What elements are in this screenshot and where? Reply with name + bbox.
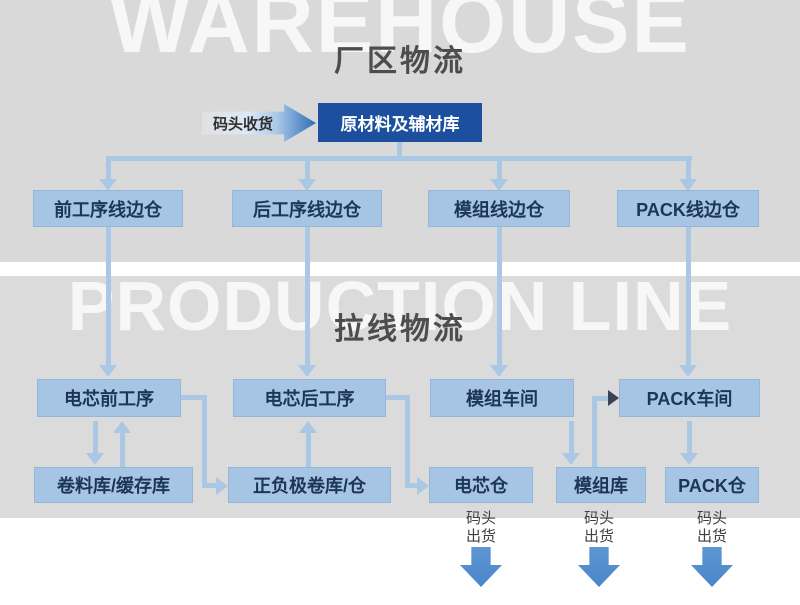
branch-drop-line bbox=[305, 156, 310, 180]
arrow-down-icon bbox=[490, 179, 508, 191]
modulestore-elbow-vert-line bbox=[592, 396, 597, 467]
arrow-up-icon bbox=[113, 421, 131, 433]
node-module-store: 模组库 bbox=[556, 467, 646, 503]
node-pack-lineside-store: PACK线边仓 bbox=[617, 190, 759, 227]
lineside-to-workshop-line bbox=[305, 227, 310, 366]
node-pack-store: PACK仓 bbox=[665, 467, 759, 503]
warehouse-section-title: 厂区物流 bbox=[334, 45, 466, 78]
node-electrode-roll-store: 正负极卷库/仓 bbox=[228, 467, 391, 503]
arrow-down-icon bbox=[562, 453, 580, 465]
node-cell-store: 电芯仓 bbox=[429, 467, 533, 503]
dark-arrow-right-icon bbox=[608, 390, 619, 406]
cellfront-elbow-top-line bbox=[181, 395, 207, 400]
packshop-to-packstore-line bbox=[687, 421, 692, 454]
branch-drop-line bbox=[106, 156, 111, 180]
dock-shipping-label: 码头出货 bbox=[696, 510, 727, 546]
arrow-down-icon bbox=[99, 179, 117, 191]
arrow-down-icon bbox=[679, 179, 697, 191]
production-line-watermark: PRODUCTION LINE bbox=[67, 267, 733, 345]
cellfront-to-rollbuffer-line bbox=[93, 421, 98, 454]
arrow-right-icon bbox=[417, 477, 429, 495]
arrow-down-icon bbox=[679, 365, 697, 377]
cellback-elbow-bottom-line bbox=[405, 483, 418, 488]
ship-arrow-down-icon bbox=[691, 547, 733, 587]
arrow-down-icon bbox=[99, 365, 117, 377]
node-pack-workshop: PACK车间 bbox=[619, 379, 760, 417]
node-back-process-lineside-store: 后工序线边仓 bbox=[232, 190, 382, 227]
ship-arrow-down-icon bbox=[578, 547, 620, 587]
node-cell-front-process: 电芯前工序 bbox=[37, 379, 181, 417]
lineside-to-workshop-line bbox=[497, 227, 502, 366]
arrow-down-icon bbox=[86, 453, 104, 465]
cellback-elbow-top-line bbox=[386, 395, 410, 400]
production-section-title: 拉线物流 bbox=[334, 313, 466, 346]
branch-drop-line bbox=[497, 156, 502, 180]
raw-materials-stub-line bbox=[397, 142, 402, 158]
warehouse-watermark: WAREHOUSE bbox=[109, 0, 691, 71]
node-module-workshop: 模组车间 bbox=[430, 379, 574, 417]
moduleshop-to-modulestore-line bbox=[569, 421, 574, 454]
cellfront-elbow-bottom-line bbox=[202, 483, 217, 488]
node-raw-materials-store: 原材料及辅材库 bbox=[318, 103, 482, 142]
cellback-elbow-vert-line bbox=[405, 395, 410, 488]
arrow-right-icon bbox=[216, 477, 228, 495]
lineside-to-workshop-line bbox=[686, 227, 691, 366]
node-front-process-lineside-store: 前工序线边仓 bbox=[33, 190, 183, 227]
node-roll-buffer-store: 卷料库/缓存库 bbox=[34, 467, 193, 503]
arrow-down-icon bbox=[298, 365, 316, 377]
cellfront-elbow-vert-line bbox=[202, 395, 207, 488]
arrow-down-icon bbox=[680, 453, 698, 465]
rollbuffer-to-cellfront-line bbox=[120, 432, 125, 467]
ship-arrow-down-icon bbox=[460, 547, 502, 587]
node-module-lineside-store: 模组线边仓 bbox=[428, 190, 570, 227]
branch-horizontal-line bbox=[106, 156, 692, 161]
lineside-to-workshop-line bbox=[106, 227, 111, 366]
dock-shipping-label: 码头出货 bbox=[465, 510, 496, 546]
arrow-up-icon bbox=[299, 421, 317, 433]
dock-shipping-label: 码头出货 bbox=[583, 510, 614, 546]
arrow-down-icon bbox=[298, 179, 316, 191]
node-cell-back-process: 电芯后工序 bbox=[233, 379, 386, 417]
branch-drop-line bbox=[686, 156, 691, 180]
modulestore-elbow-horiz-line bbox=[592, 396, 610, 401]
arrow-down-icon bbox=[490, 365, 508, 377]
electroderoll-to-cellback-line bbox=[306, 432, 311, 467]
